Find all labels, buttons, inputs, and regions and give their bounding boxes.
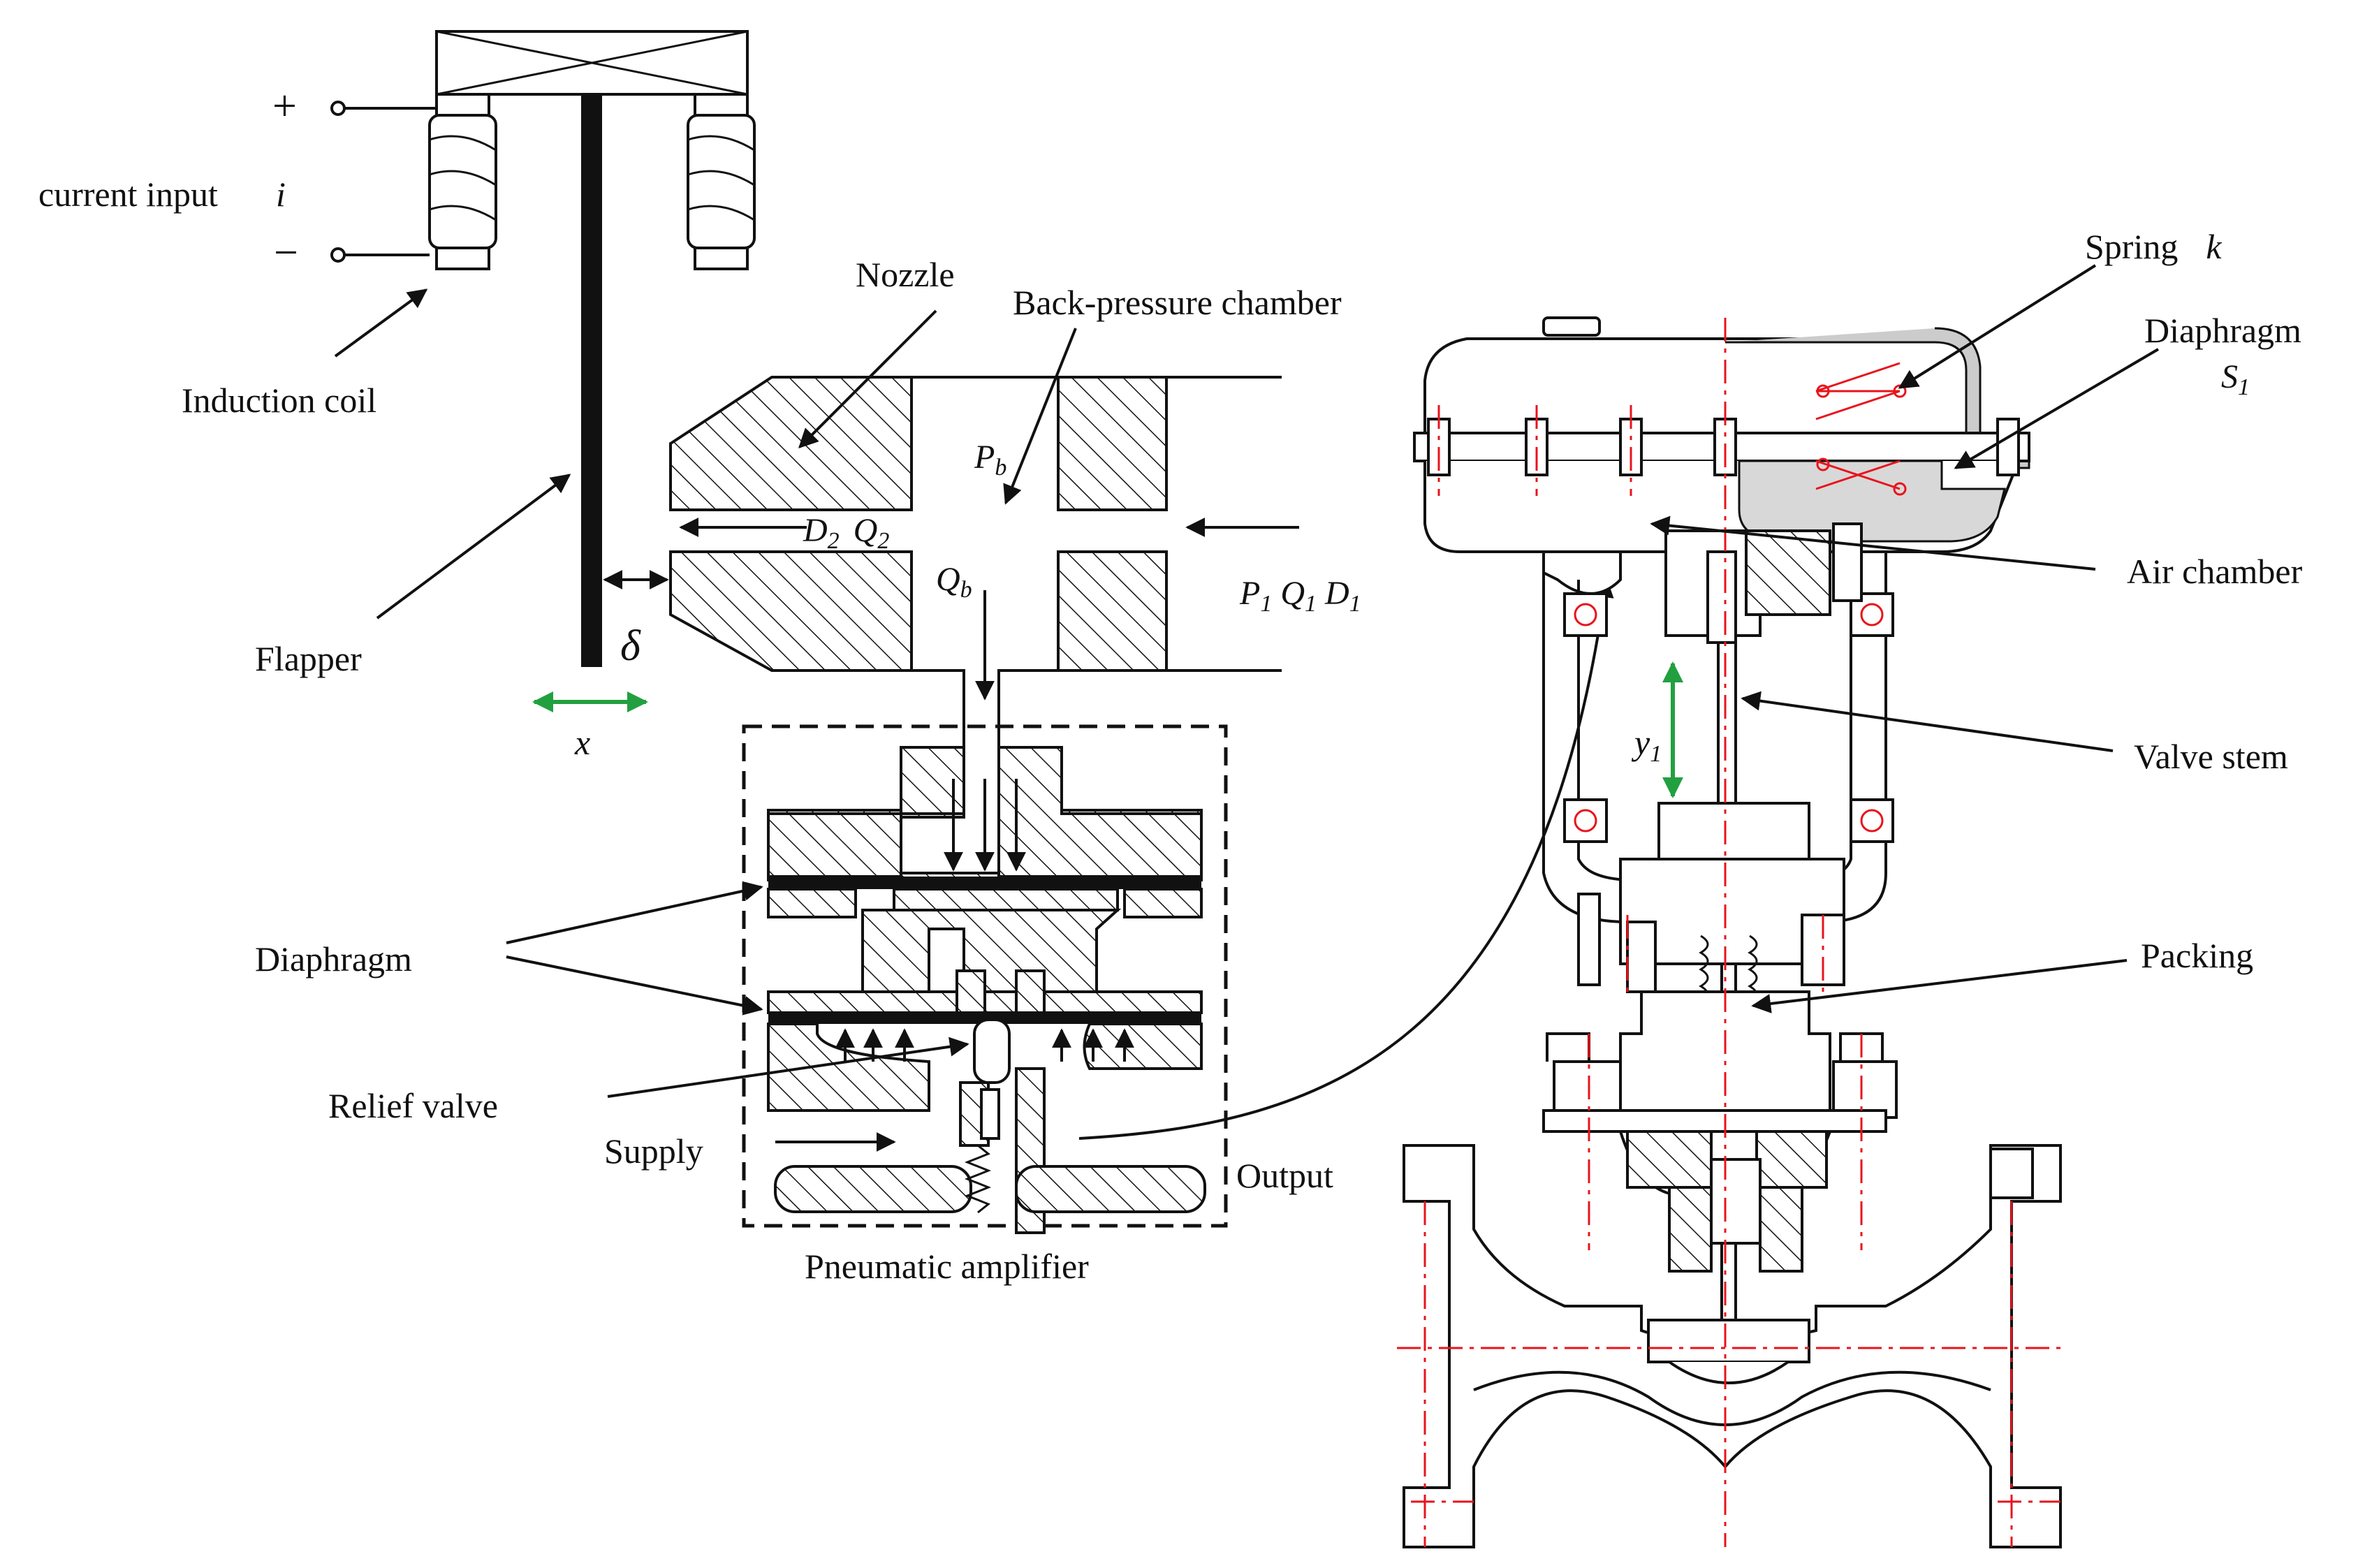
x-label: x [574,723,590,762]
pneumatic-amplifier-box [742,724,1228,1228]
current-input-label: current input [38,175,218,214]
delta-label: δ [620,622,641,670]
upper-diaphragm [768,877,1201,889]
flapper [581,94,602,667]
diaphragm-left-label: Diaphragm [255,939,412,979]
induction-coil-label: Induction coil [182,381,376,420]
valve-stem [1577,550,1845,1363]
output-line [1078,578,1614,1140]
actuator-housing [1413,316,2030,553]
packing-pointer [1751,959,2128,1013]
diaphragm-right-pointer [1954,348,2160,469]
induction-coil-pointer [334,288,428,358]
pb-label: Pb [974,439,1006,481]
valve-stem-pointer [1741,691,2114,752]
lower-diaphragm [768,1013,1201,1024]
back-pressure-chamber-label: Back-pressure chamber [1013,283,1342,322]
diaphragm-pointer-lower [506,955,763,1016]
valve-stem-label: Valve stem [2134,737,2288,776]
s1-label: S1 [2221,358,2250,400]
air-chamber-label: Air chamber [2127,552,2303,591]
centerlines [1397,318,2067,1547]
nozzle-pointer [798,309,937,448]
current-symbol-label: i [276,175,286,214]
output-label: Output [1236,1156,1333,1195]
amplifier-flow-arrows [835,779,1134,1062]
induction-coil [428,114,756,249]
qb-label: Qb [936,561,972,603]
amplifier-body [767,698,1206,1234]
packing-label: Packing [2141,936,2253,975]
relief-valve-label: Relief valve [328,1086,498,1125]
supply-label: Supply [604,1131,703,1171]
back-pressure-chamber-pointer [1003,328,1077,505]
pneumatic-amplifier-label: Pneumatic amplifier [805,1247,1089,1286]
minus-terminal-label: − [274,229,298,277]
diaphragm-right-label: Diaphragm [2144,311,2301,350]
spring-pointer [1898,264,2097,389]
input-terminals [330,101,437,263]
nozzle-body [669,376,1282,698]
flapper-label: Flapper [255,639,362,678]
diaphragm-pointer-upper [506,881,763,944]
spring-element [1815,362,1907,496]
y1-label: y1 [1631,723,1662,767]
plus-terminal-label: + [272,82,297,130]
flapper-pointer [376,474,571,620]
relief-valve-pointer [607,1036,969,1098]
air-chamber-pointer [1650,515,2096,571]
nozzle-label: Nozzle [856,255,955,294]
